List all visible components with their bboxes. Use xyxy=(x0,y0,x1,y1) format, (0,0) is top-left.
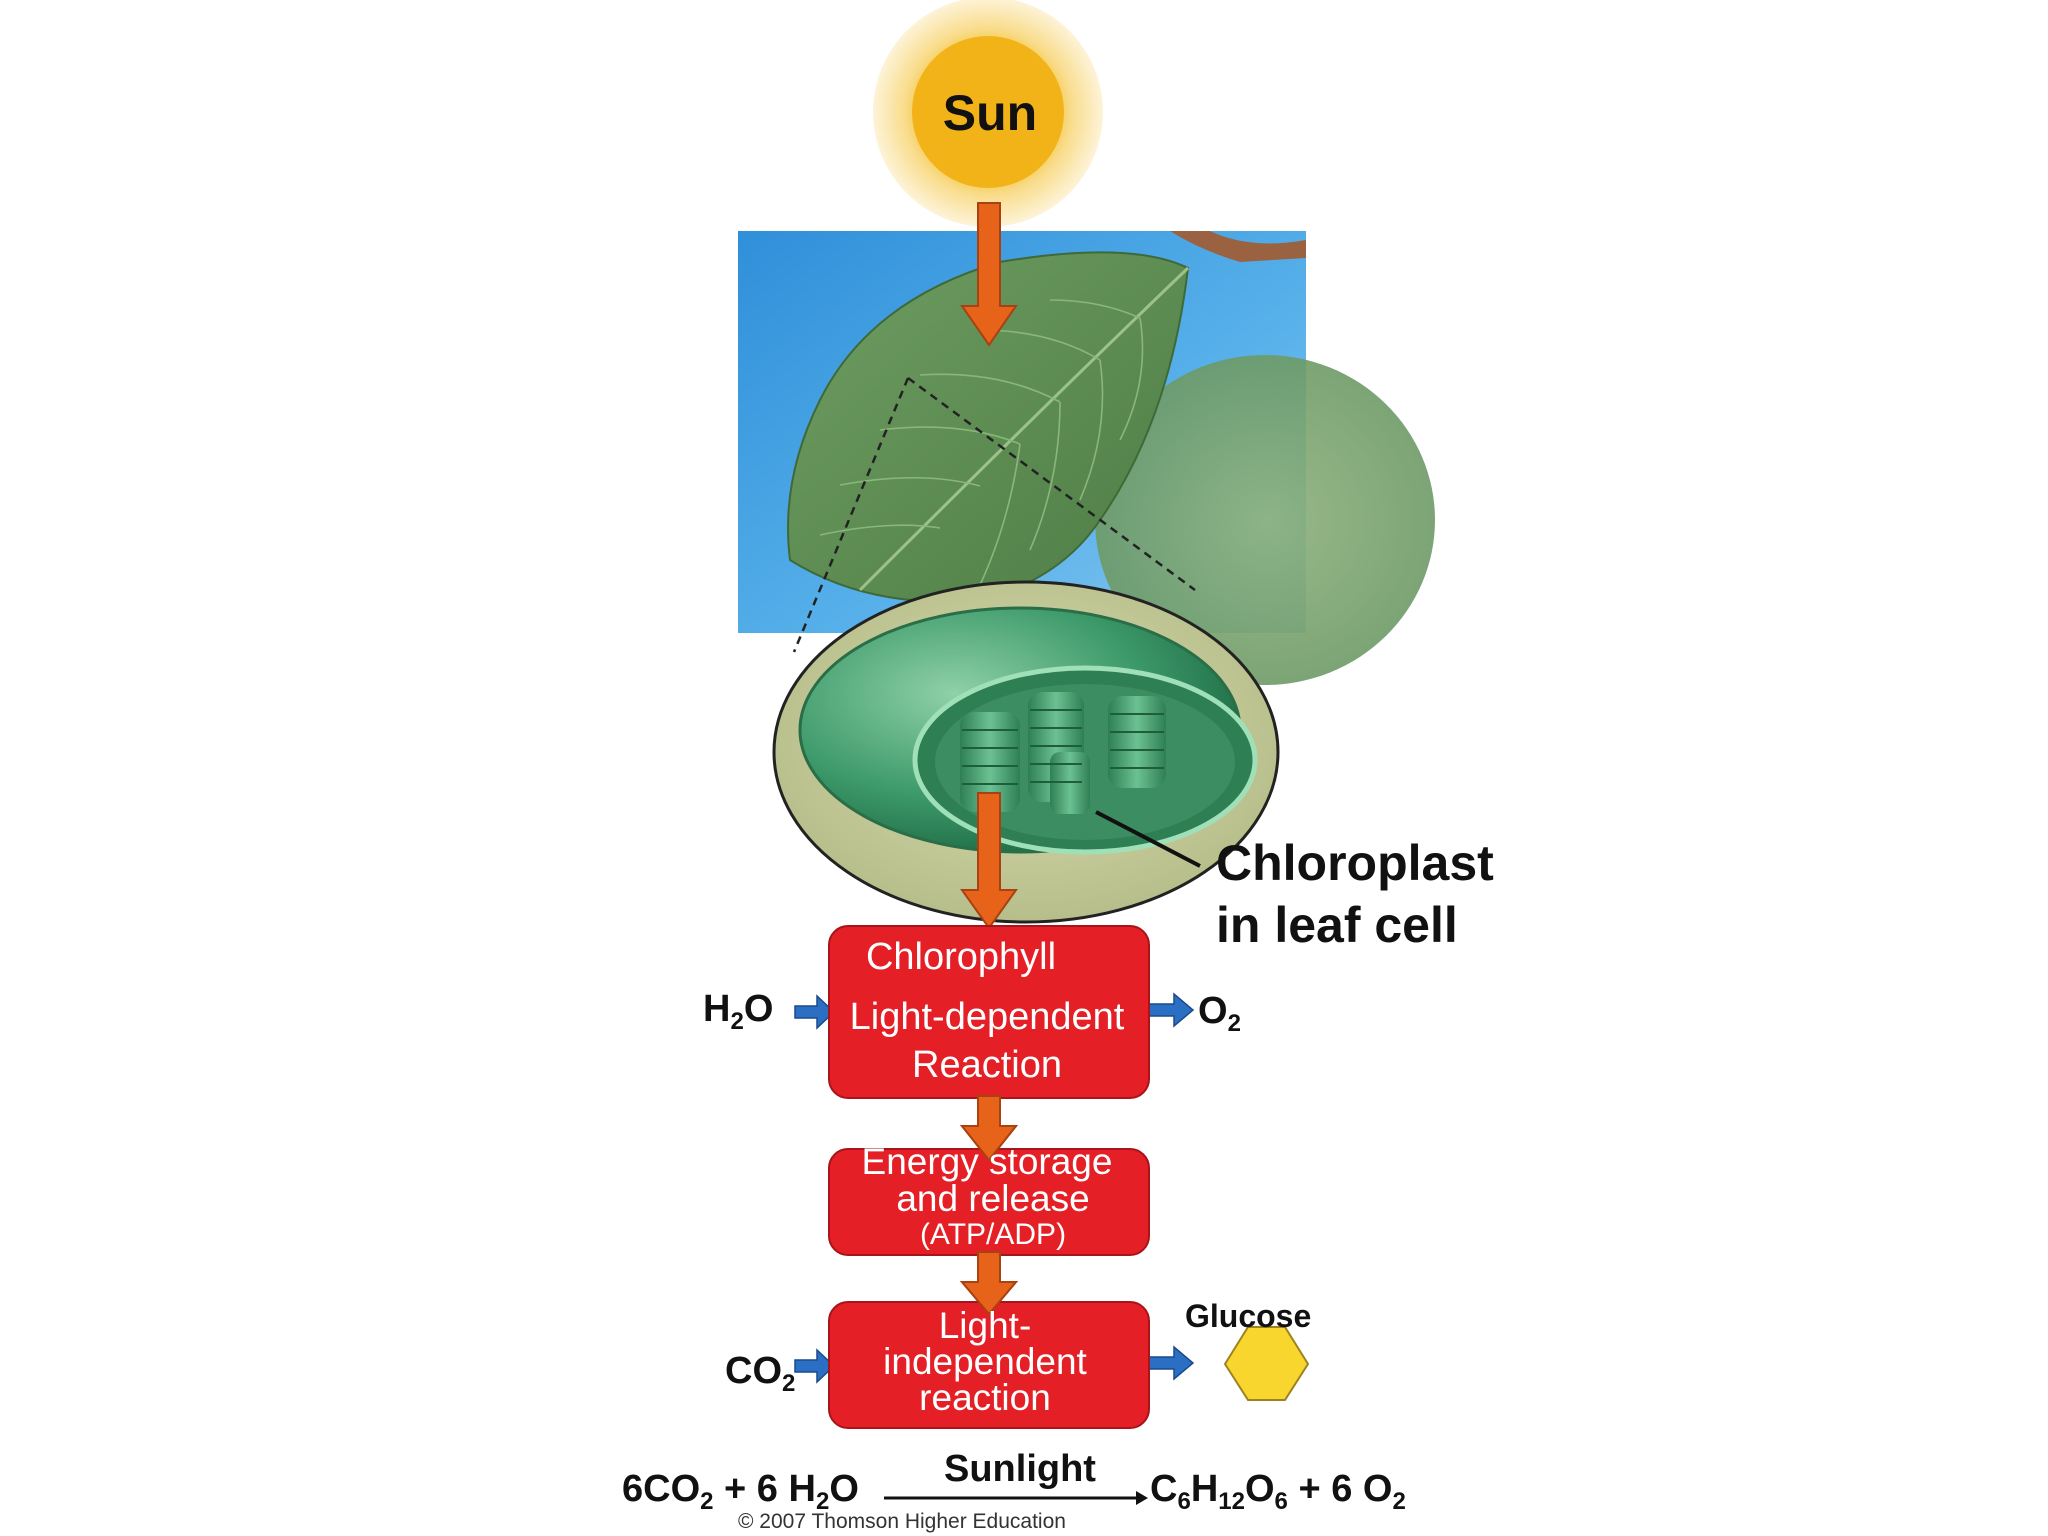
water-label: H2O xyxy=(703,988,774,1035)
sunlight-condition: Sunlight xyxy=(944,1448,1096,1490)
copyright-notice: © 2007 Thomson Higher Education xyxy=(738,1510,1066,1533)
and-release-text: and release xyxy=(896,1178,1090,1219)
equation-products: C6H12O6 + 6 O2 xyxy=(1150,1468,1406,1515)
arrow-sun-to-leaf xyxy=(960,202,1018,347)
sun-label: Sun xyxy=(942,85,1038,141)
oxygen-label: O2 xyxy=(1198,990,1241,1037)
chloroplast-label: Chloroplast in leaf cell xyxy=(1216,832,1494,956)
light-text: Light- xyxy=(938,1305,1032,1346)
reaction-text: Reaction xyxy=(912,1044,1062,1086)
equation-reactants: 6CO2 + 6 H2O xyxy=(622,1468,859,1515)
arrow-h2o-in xyxy=(794,994,836,1030)
reaction-lower-text: reaction xyxy=(919,1377,1051,1418)
arrow-chloroplast-to-chlorophyll xyxy=(960,792,1018,930)
zoom-lines xyxy=(792,376,1196,653)
energy-storage-box xyxy=(828,1148,1150,1256)
glucose-label: Glucose xyxy=(1185,1298,1312,1334)
light-independent-box xyxy=(828,1301,1150,1429)
atp-adp-text: (ATP/ADP) xyxy=(919,1218,1067,1251)
independent-text: independent xyxy=(883,1341,1087,1382)
arrow-co2-in xyxy=(794,1348,836,1384)
flow-arrows xyxy=(794,992,1195,1384)
light-dependent-box xyxy=(828,925,1150,1099)
chloroplast-leader-line xyxy=(1095,810,1201,868)
arrow-energy-to-independent-overlay xyxy=(959,1251,1019,1316)
arrow-o2-out xyxy=(1147,992,1195,1028)
chloroplast-label-line1: Chloroplast xyxy=(1216,835,1494,891)
leaf-veins xyxy=(819,299,1144,586)
glucose-hexagon xyxy=(1223,1326,1310,1401)
branch xyxy=(1170,231,1306,262)
arrow-reaction-to-energy-overlay xyxy=(959,1095,1019,1162)
chlorophyll-text: Chlorophyll xyxy=(865,936,1057,978)
grana xyxy=(960,692,1166,814)
sun-core xyxy=(912,36,1064,188)
arrow-glucose-out xyxy=(1147,1345,1195,1381)
leaf-midrib xyxy=(858,266,1190,592)
equation-arrowhead xyxy=(1136,1491,1148,1505)
light-dependent-text: Light-dependent xyxy=(849,996,1125,1038)
background-leaf xyxy=(1095,355,1435,685)
carbon-dioxide-label: CO2 xyxy=(725,1350,796,1397)
energy-storage-text: Energy storage xyxy=(861,1141,1113,1182)
chloroplast-label-line2: in leaf cell xyxy=(1216,897,1458,953)
